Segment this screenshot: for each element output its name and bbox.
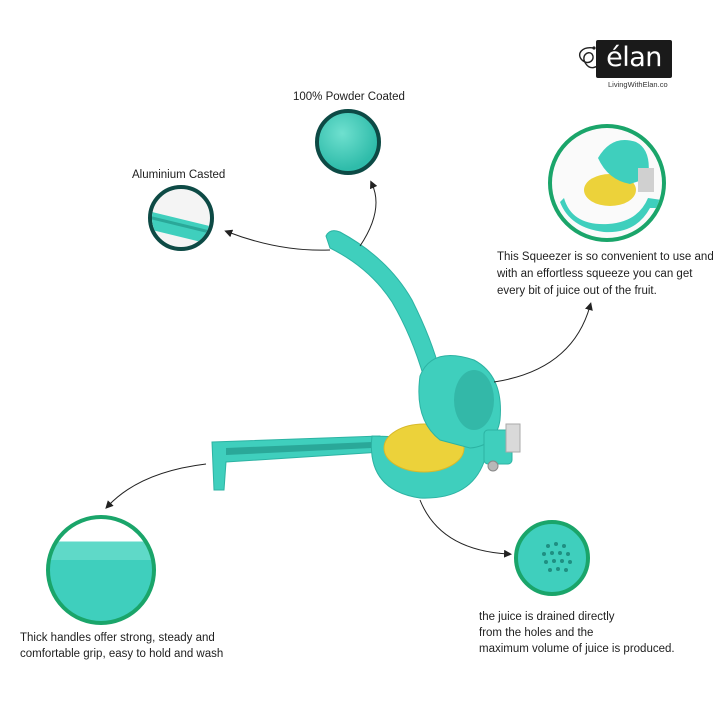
top-handle [325, 230, 441, 379]
label-aluminium-casted: Aluminium Casted [132, 169, 226, 181]
logo-swirl-icon [578, 46, 601, 69]
juice-holes-icon [542, 542, 572, 572]
aluminium-detail-graphic [152, 211, 210, 245]
label-convenience: This Squeezer is so convenient to use an… [497, 251, 714, 297]
brand-logo: élan LivingWithElan.co [572, 38, 676, 98]
detail-circle-juice-holes [514, 520, 590, 596]
logo-wordmark: élan [596, 40, 672, 78]
logo-website: LivingWithElan.co [608, 80, 668, 89]
detail-circle-powder-coated [315, 109, 381, 175]
detail-circle-aluminium [148, 185, 214, 251]
squeezer-closeup-graphic [560, 140, 662, 233]
label-powder-coated: 100% Powder Coated [293, 91, 405, 103]
arrow-to-handles [105, 463, 207, 509]
arrow-to-aluminium [224, 229, 331, 251]
label-handles: Thick handles offer strong, steady and c… [20, 632, 224, 660]
detail-circle-squeezer-closeup [548, 124, 666, 242]
detail-circle-handle [46, 515, 156, 625]
arrow-to-powder-coated [359, 180, 378, 247]
label-juice: the juice is drained directly from the h… [479, 611, 675, 655]
arrow-to-juice [419, 499, 512, 558]
arrow-to-convenience [493, 302, 593, 383]
